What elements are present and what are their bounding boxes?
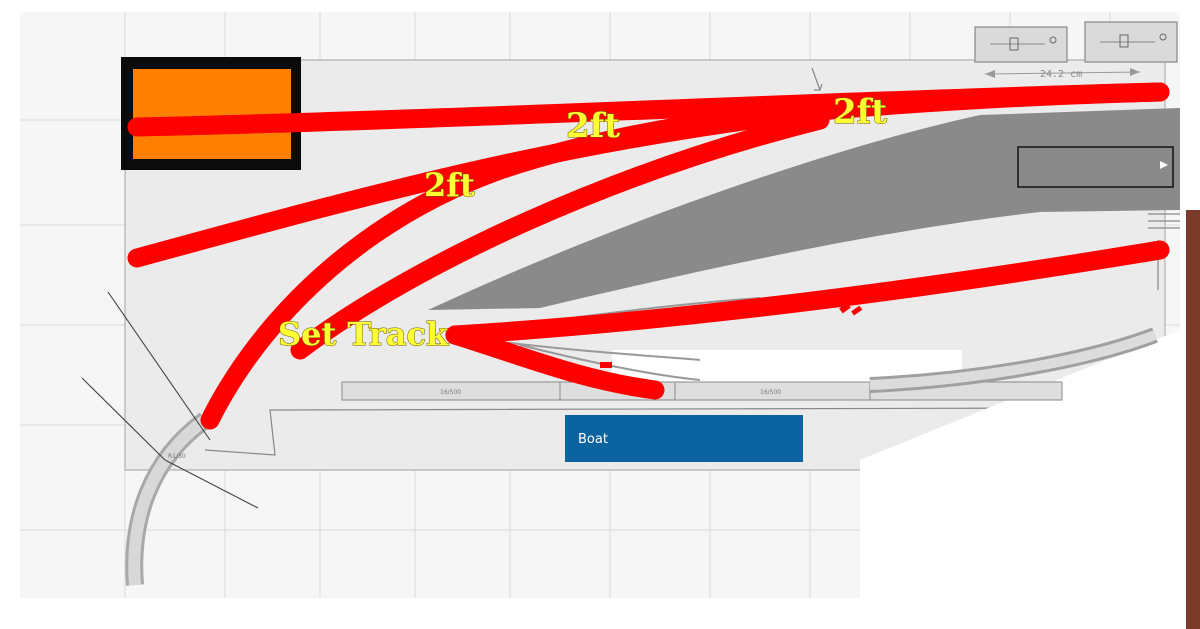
gray-hull <box>428 108 1180 310</box>
white-overlay <box>860 330 1180 620</box>
curved-track-lower-left-rail <box>128 415 209 586</box>
red-line-lower-straight <box>445 240 1170 345</box>
red-track-lines <box>127 82 1170 430</box>
dimension-line: 24.2 cm <box>984 68 1141 80</box>
track-pieces-top-right <box>974 21 1178 63</box>
wall-edge <box>1186 210 1200 629</box>
dimension-label: 24.2 cm <box>1040 69 1082 80</box>
annotation-2ft-middle: 2ft <box>566 106 620 146</box>
inner-cutout-outline <box>204 407 1056 456</box>
red-line-lower-curve <box>445 325 665 400</box>
hull-window <box>1017 146 1174 188</box>
small-arrow-marker <box>811 67 823 91</box>
track-label-1: 16/500 <box>440 389 461 396</box>
red-marks <box>600 302 863 368</box>
curved-track-right-rail <box>869 330 1157 390</box>
sight-lines <box>81 291 259 509</box>
orange-box <box>133 69 291 159</box>
hull-window-arrow <box>1160 161 1168 169</box>
boat-area <box>565 415 803 462</box>
boat-label: Boat <box>578 432 608 447</box>
track-label-curve: R1/30 <box>168 453 186 460</box>
annotation-set-track: Set Track <box>278 315 449 353</box>
red-line-inner-curve <box>290 110 830 360</box>
red-line-left-curve <box>200 100 840 430</box>
annotation-2ft-right: 2ft <box>833 92 887 132</box>
track-label-2: 16/500 <box>760 389 781 396</box>
annotation-2ft-left: 2ft <box>424 166 475 204</box>
